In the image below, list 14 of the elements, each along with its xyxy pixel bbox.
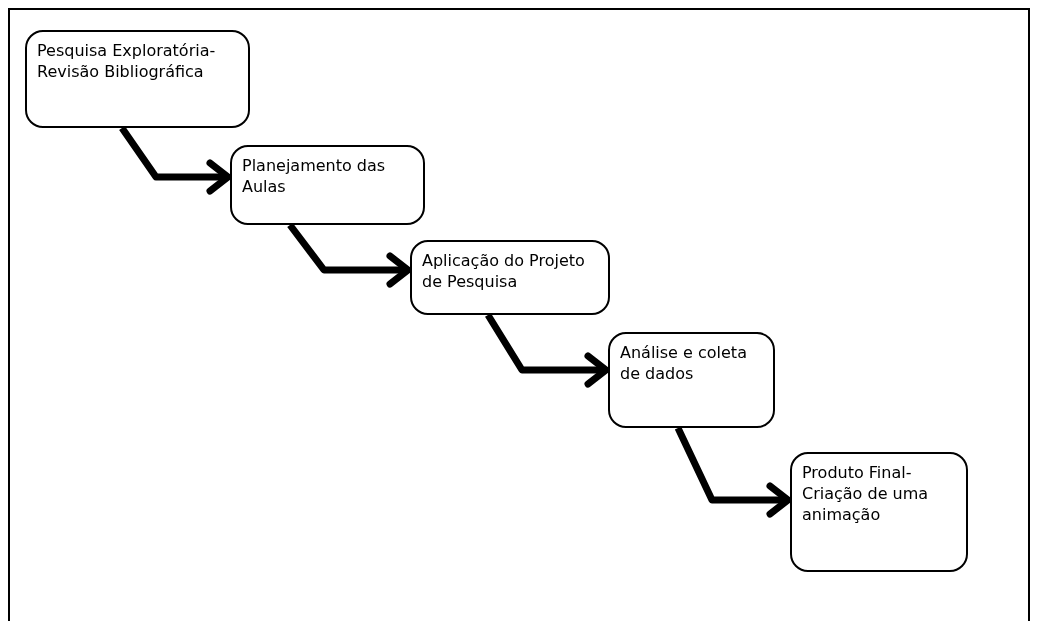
box-text: Planejamento das Aulas — [242, 155, 387, 197]
arrow — [485, 313, 610, 388]
arrow — [674, 426, 792, 518]
box-text: Produto Final- Criação de uma animação — [802, 462, 930, 525]
box-text: Aplicação do Projeto de Pesquisa — [422, 250, 586, 292]
process-box — [25, 30, 250, 128]
arrow — [287, 222, 412, 288]
arrow — [119, 126, 232, 195]
process-box — [790, 452, 968, 572]
box-text: Pesquisa Exploratória- Revisão Bibliográfica — [37, 40, 217, 82]
process-box — [410, 240, 610, 315]
process-box — [608, 332, 775, 428]
box-text: Análise e coleta de dados — [620, 342, 748, 384]
process-box — [230, 145, 425, 225]
